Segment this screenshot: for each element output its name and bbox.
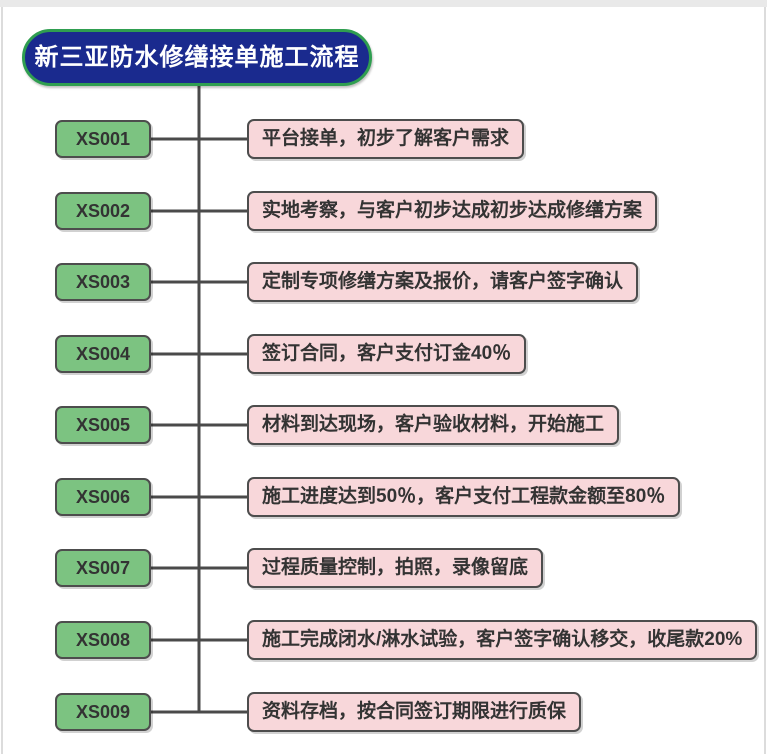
step-desc-node: 实地考察，与客户初步达成初步达成修缮方案 xyxy=(247,191,658,231)
flow-title-node: 新三亚防水修缮接单施工流程 xyxy=(22,29,372,86)
flow-step-row: XS009 资料存档，按合同签订期限进行质保 xyxy=(0,692,767,732)
flow-step-row: XS003 定制专项修缮方案及报价，请客户签字确认 xyxy=(0,262,767,302)
flow-step-row: XS002 实地考察，与客户初步达成初步达成修缮方案 xyxy=(0,191,767,231)
step-code-node: XS006 xyxy=(55,478,151,516)
flow-step-row: XS008 施工完成闭水/淋水试验，客户签字确认移交，收尾款20% xyxy=(0,620,767,660)
step-desc-node: 施工进度达到50％，客户支付工程款金额至80％ xyxy=(247,477,681,517)
step-code-node: XS008 xyxy=(55,621,151,659)
window-left-edge xyxy=(1,7,3,754)
flow-step-row: XS004 签订合同，客户支付订金40％ xyxy=(0,334,767,374)
step-code-node: XS007 xyxy=(55,549,151,587)
window-top-edge xyxy=(0,0,767,7)
step-desc-node: 定制专项修缮方案及报价，请客户签字确认 xyxy=(247,262,639,302)
step-code-node: XS009 xyxy=(55,693,151,731)
window-right-edge xyxy=(764,7,766,754)
step-desc-node: 签订合同，客户支付订金40％ xyxy=(247,334,527,374)
step-code-node: XS004 xyxy=(55,335,151,373)
step-desc-node: 施工完成闭水/淋水试验，客户签字确认移交，收尾款20% xyxy=(247,620,758,660)
step-code-node: XS003 xyxy=(55,263,151,301)
flow-step-row: XS007 过程质量控制，拍照，录像留底 xyxy=(0,548,767,588)
step-desc-node: 材料到达现场，客户验收材料，开始施工 xyxy=(247,405,620,445)
step-code-node: XS002 xyxy=(55,192,151,230)
flow-step-row: XS001 平台接单，初步了解客户需求 xyxy=(0,119,767,159)
flow-title-text: 新三亚防水修缮接单施工流程 xyxy=(34,44,360,71)
flow-step-row: XS006 施工进度达到50％，客户支付工程款金额至80％ xyxy=(0,477,767,517)
step-desc-node: 过程质量控制，拍照，录像留底 xyxy=(247,548,544,588)
step-code-node: XS001 xyxy=(55,120,151,158)
flow-step-row: XS005 材料到达现场，客户验收材料，开始施工 xyxy=(0,405,767,445)
step-code-node: XS005 xyxy=(55,406,151,444)
step-desc-node: 平台接单，初步了解客户需求 xyxy=(247,119,525,159)
step-desc-node: 资料存档，按合同签订期限进行质保 xyxy=(247,692,582,732)
